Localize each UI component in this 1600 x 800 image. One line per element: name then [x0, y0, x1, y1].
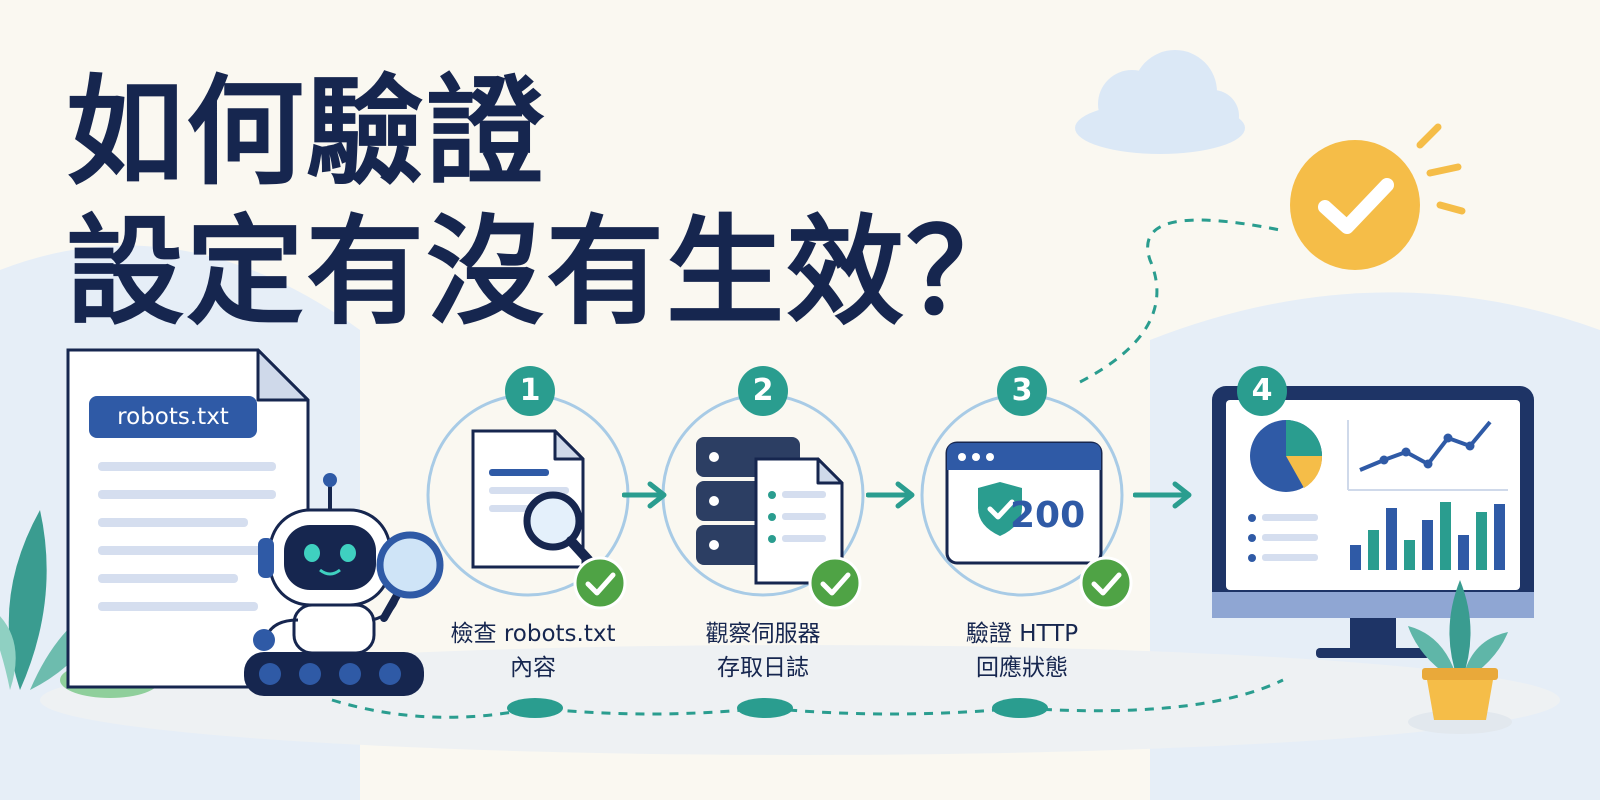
title-line-1: 如何驗證: [66, 63, 547, 201]
check-icon-step-3: [1079, 556, 1133, 610]
potted-plant-icon: [1408, 580, 1512, 734]
arrow-icon-1-2: [622, 481, 667, 509]
step-2-label-line-2: 存取日誌: [717, 655, 809, 681]
robot-icon: [244, 473, 444, 696]
page-title: 如何驗證 設定有沒有生效？: [66, 62, 1026, 342]
sun-check-icon: [1290, 123, 1466, 270]
bar-chart-icon: [1350, 502, 1505, 570]
browser-window-icon: [945, 441, 1103, 565]
monitor-dashboard-icon: [1212, 386, 1534, 658]
arrow-icon-2-3: [866, 481, 915, 509]
arrow-icon-3-4: [1133, 481, 1192, 509]
step-1-label: 檢查 robots.txt 內容: [403, 617, 663, 685]
step-3-label: 驗證 HTTP 回應狀態: [892, 617, 1152, 685]
cloud-icon: [1075, 50, 1245, 154]
shield-check-icon: [978, 482, 1022, 536]
step-1-badge: 1: [505, 366, 555, 416]
server-log-icon: [696, 437, 844, 585]
step-2-label: 觀察伺服器 存取日誌: [633, 617, 893, 685]
pie-chart-icon: [1250, 420, 1323, 492]
step-1-label-line-1: 檢查 robots.txt: [450, 621, 616, 647]
check-icon-step-2: [808, 556, 862, 610]
document-search-icon: [471, 429, 596, 569]
step-3-badge: 3: [997, 366, 1047, 416]
title-line-2: 設定有沒有生效？: [66, 203, 1027, 341]
dashed-path-to-sun: [1079, 218, 1281, 384]
step-2-badge: 2: [738, 366, 788, 416]
http-status-code: 200: [1010, 495, 1086, 536]
dashed-path-bottom: [331, 678, 1284, 719]
document-filename-tag: robots.txt: [89, 396, 257, 438]
step-1-label-line-2: 內容: [510, 655, 556, 681]
step-3-label-line-2: 回應狀態: [976, 655, 1068, 681]
line-chart-icon: [1347, 420, 1508, 491]
check-icon-step-1: [573, 556, 627, 610]
path-node-1: [507, 698, 563, 718]
path-node-3: [992, 698, 1048, 718]
step-4-badge: 4: [1237, 366, 1287, 416]
path-node-2: [737, 698, 793, 718]
step-3-label-line-1: 驗證 HTTP: [965, 621, 1079, 647]
list-rows-icon: [1248, 514, 1318, 562]
step-2-label-line-1: 觀察伺服器: [705, 621, 821, 647]
